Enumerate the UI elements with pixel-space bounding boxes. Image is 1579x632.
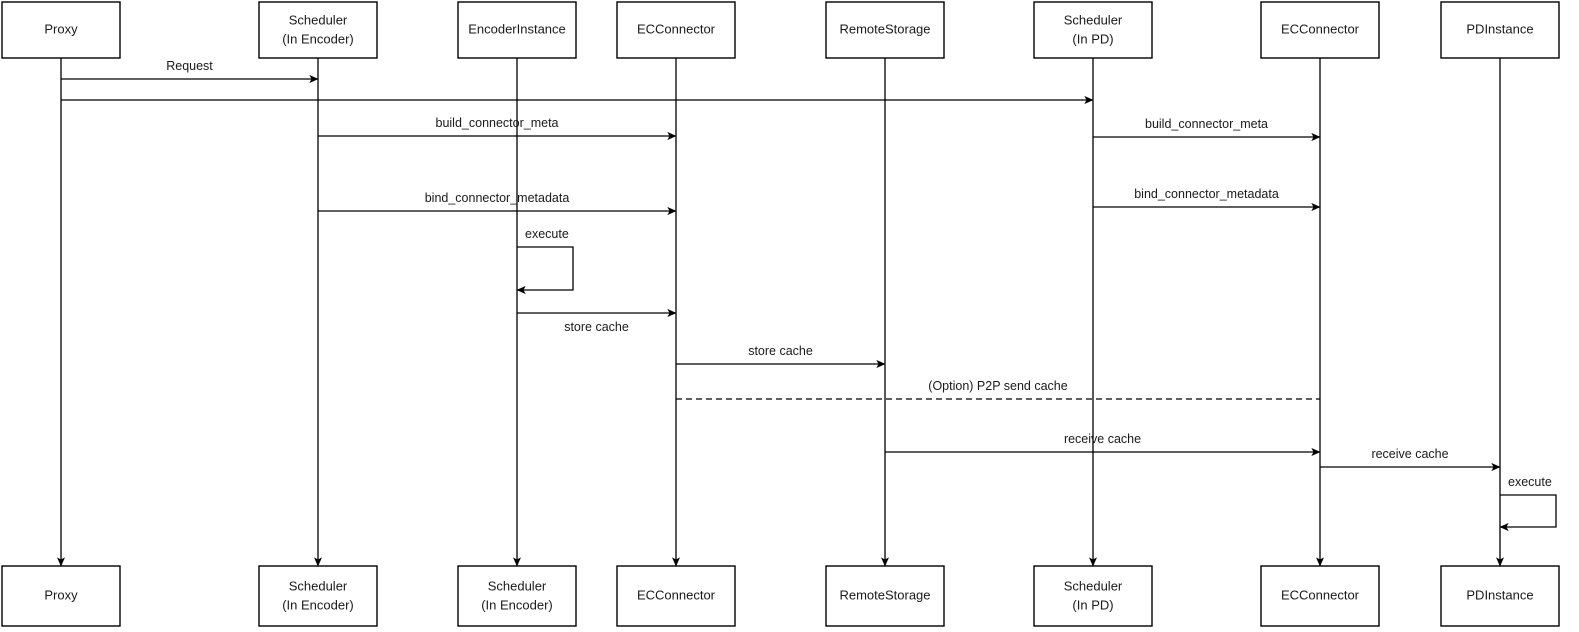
- message-m11[interactable]: receive cache: [1320, 447, 1501, 472]
- participant-head-pd_instance[interactable]: PDInstance: [1440, 1, 1560, 59]
- self-messages-layer: execute execute: [516, 227, 1557, 532]
- participant-qualifier: (In Encoder): [481, 597, 553, 612]
- participant-name: RemoteStorage: [839, 21, 930, 36]
- participant-name: Scheduler: [1064, 12, 1123, 27]
- participant-foot-sched_encoder[interactable]: Scheduler (In Encoder): [258, 565, 378, 627]
- message-m4[interactable]: build_connector_meta: [1093, 117, 1321, 142]
- self-message-s1[interactable]: execute: [516, 227, 574, 295]
- message-m6[interactable]: bind_connector_metadata: [1093, 187, 1321, 212]
- participant-foot-pd_instance[interactable]: PDInstance: [1440, 565, 1560, 627]
- message-label: build_connector_meta: [436, 116, 559, 130]
- participant-head-encoder_inst[interactable]: EncoderInstance: [457, 1, 577, 59]
- participant-heads-layer: Proxy Scheduler (In Encoder) EncoderInstanc…: [1, 1, 1560, 59]
- participant-name: Scheduler: [289, 12, 348, 27]
- self-message-label: execute: [1508, 475, 1552, 489]
- participant-name: RemoteStorage: [839, 587, 930, 602]
- participant-box: [258, 565, 378, 627]
- participant-box: [1033, 1, 1153, 59]
- message-m8[interactable]: store cache: [676, 344, 886, 369]
- participant-box: [1440, 1, 1560, 59]
- participant-name: Scheduler: [1064, 578, 1123, 593]
- message-m3[interactable]: build_connector_meta: [318, 116, 677, 141]
- message-m5[interactable]: bind_connector_metadata: [318, 191, 677, 216]
- lifelines-layer: [56, 58, 1505, 567]
- participant-head-ec_connector_l[interactable]: ECConnector: [616, 1, 736, 59]
- participant-name: ECConnector: [637, 21, 716, 36]
- message-label: build_connector_meta: [1145, 117, 1268, 131]
- message-label: bind_connector_metadata: [1134, 187, 1279, 201]
- participant-box: [1260, 1, 1380, 59]
- participant-name: PDInstance: [1466, 21, 1533, 36]
- message-label: receive cache: [1064, 432, 1141, 446]
- message-label: store cache: [748, 344, 813, 358]
- participant-name: EncoderInstance: [468, 21, 566, 36]
- participant-box: [1440, 565, 1560, 627]
- participant-box: [1260, 565, 1380, 627]
- participant-box: [457, 1, 577, 59]
- participant-name: ECConnector: [637, 587, 716, 602]
- self-message-label: execute: [525, 227, 569, 241]
- participant-box: [1, 1, 121, 59]
- participant-qualifier: (In PD): [1072, 597, 1113, 612]
- message-label: Request: [166, 59, 213, 73]
- message-m1[interactable]: Request: [61, 59, 319, 84]
- participant-box: [258, 1, 378, 59]
- participant-foot-proxy[interactable]: Proxy: [1, 565, 121, 627]
- message-label: bind_connector_metadata: [425, 191, 570, 205]
- self-message-path: [1499, 494, 1557, 532]
- participant-qualifier: (In PD): [1072, 31, 1113, 46]
- message-label: (Option) P2P send cache: [928, 379, 1067, 393]
- message-m9[interactable]: (Option) P2P send cache: [676, 379, 1320, 400]
- participant-name: ECConnector: [1281, 587, 1360, 602]
- participant-box: [616, 1, 736, 59]
- participant-name: Scheduler: [289, 578, 348, 593]
- participant-box: [616, 565, 736, 627]
- participant-name: Proxy: [44, 587, 78, 602]
- participant-head-sched_pd[interactable]: Scheduler (In PD): [1033, 1, 1153, 59]
- participant-qualifier: (In Encoder): [282, 31, 354, 46]
- participant-box: [457, 565, 577, 627]
- message-label: receive cache: [1371, 447, 1448, 461]
- participant-head-ec_connector_r[interactable]: ECConnector: [1260, 1, 1380, 59]
- participant-foot-ec_connector_l[interactable]: ECConnector: [616, 565, 736, 627]
- participant-box: [825, 565, 945, 627]
- self-message-s2[interactable]: execute: [1499, 475, 1557, 532]
- participant-box: [1, 565, 121, 627]
- participant-box: [1033, 565, 1153, 627]
- participant-feet-layer: Proxy Scheduler (In Encoder) Scheduler (In E…: [1, 565, 1560, 627]
- participant-name: Proxy: [44, 21, 78, 36]
- message-m10[interactable]: receive cache: [885, 432, 1321, 457]
- participant-head-proxy[interactable]: Proxy: [1, 1, 121, 59]
- participant-head-sched_encoder[interactable]: Scheduler (In Encoder): [258, 1, 378, 59]
- participant-name: PDInstance: [1466, 587, 1533, 602]
- message-label: store cache: [564, 320, 629, 334]
- participant-qualifier: (In Encoder): [282, 597, 354, 612]
- participant-foot-encoder_inst[interactable]: Scheduler (In Encoder): [457, 565, 577, 627]
- self-message-path: [516, 246, 574, 295]
- participant-box: [825, 1, 945, 59]
- participant-name: ECConnector: [1281, 21, 1360, 36]
- participant-foot-ec_connector_r[interactable]: ECConnector: [1260, 565, 1380, 627]
- messages-layer: Request build_connector_meta build_connect…: [61, 59, 1501, 472]
- participant-foot-remote_storage[interactable]: RemoteStorage: [825, 565, 945, 627]
- participant-name: Scheduler: [488, 578, 547, 593]
- participant-head-remote_storage[interactable]: RemoteStorage: [825, 1, 945, 59]
- participant-foot-sched_pd[interactable]: Scheduler (In PD): [1033, 565, 1153, 627]
- message-m7[interactable]: store cache: [517, 308, 677, 334]
